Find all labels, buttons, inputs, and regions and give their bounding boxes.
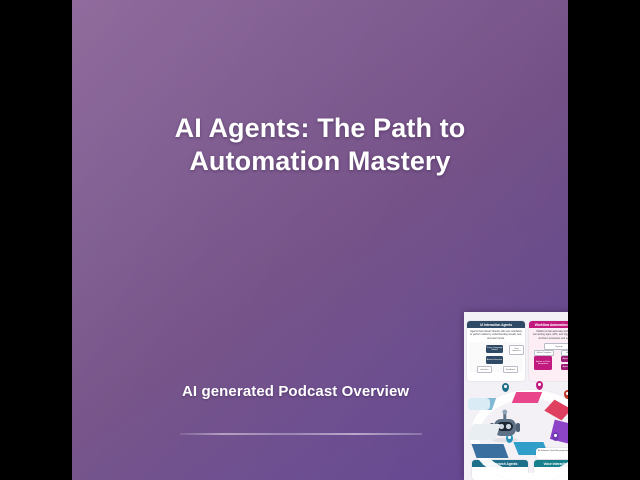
map-pin-icon — [552, 432, 559, 441]
panel-title: UI Interaction Agents — [467, 321, 525, 329]
pillarbox-left — [0, 0, 72, 480]
road-segment-navy — [471, 444, 509, 458]
map-pin-icon — [536, 381, 543, 390]
panel-diagram: Vision Language Model User Interface Act… — [469, 342, 524, 374]
slide-stage: AI Agents: The Path to Automation Master… — [72, 0, 568, 480]
map-pin-icon — [502, 383, 509, 392]
map-pin-icon — [564, 390, 568, 399]
map-pin-icon — [506, 434, 513, 443]
subtitle-divider — [180, 433, 422, 435]
infographic-badge: AI Software Tools Bio projected — [536, 448, 568, 459]
diagram-node: Feedback — [503, 366, 518, 374]
slide-subtitle: AI generated Podcast Overview — [182, 383, 410, 400]
diagram-node: Agent — [561, 356, 568, 363]
title-line-1: AI Agents: The Path to — [174, 113, 466, 143]
diagram-node: Vision Language Model — [486, 345, 503, 354]
infographic-panel-workflow-automation: Workflow Automation Agents Platforms tha… — [529, 321, 568, 381]
panel-diagram: System Make Complex Automate Action or D… — [531, 342, 568, 373]
infographic-canvas: You Shou Know i 2025 UI Interaction Agen… — [464, 312, 568, 480]
diagram-node: Action Executor — [486, 356, 503, 365]
title-line-2: Automation Mastery — [189, 146, 451, 176]
diagram-node: User Interface — [509, 345, 524, 356]
panel-description: Platforms that automate workflows by con… — [532, 329, 568, 340]
pillarbox-right — [568, 0, 640, 480]
diagram-node: Interface — [477, 366, 492, 374]
diagram-node: Make Complex — [534, 350, 554, 357]
page-title: AI Agents: The Path to Automation Master… — [72, 112, 568, 178]
badge-text: AI Software Tools Bio projected — [538, 449, 568, 452]
panel-description: Agents that interact directly with user … — [470, 329, 522, 340]
diagram-node: Automate — [561, 350, 568, 357]
road-segment-pink — [511, 392, 543, 403]
speech-bubble-icon — [468, 398, 490, 410]
infographic-thumbnail[interactable]: You Shou Know i 2025 UI Interaction Agen… — [464, 312, 568, 480]
diagram-node: Action or Data Integration — [534, 356, 552, 371]
diagram-node: System — [544, 343, 568, 351]
infographic-panel-ui-interaction: UI Interaction Agents Agents that intera… — [467, 321, 525, 381]
panel-title: Workflow Automation Agents — [529, 321, 568, 329]
diagram-node: Agent — [561, 364, 568, 371]
laptop-icon — [467, 424, 501, 440]
